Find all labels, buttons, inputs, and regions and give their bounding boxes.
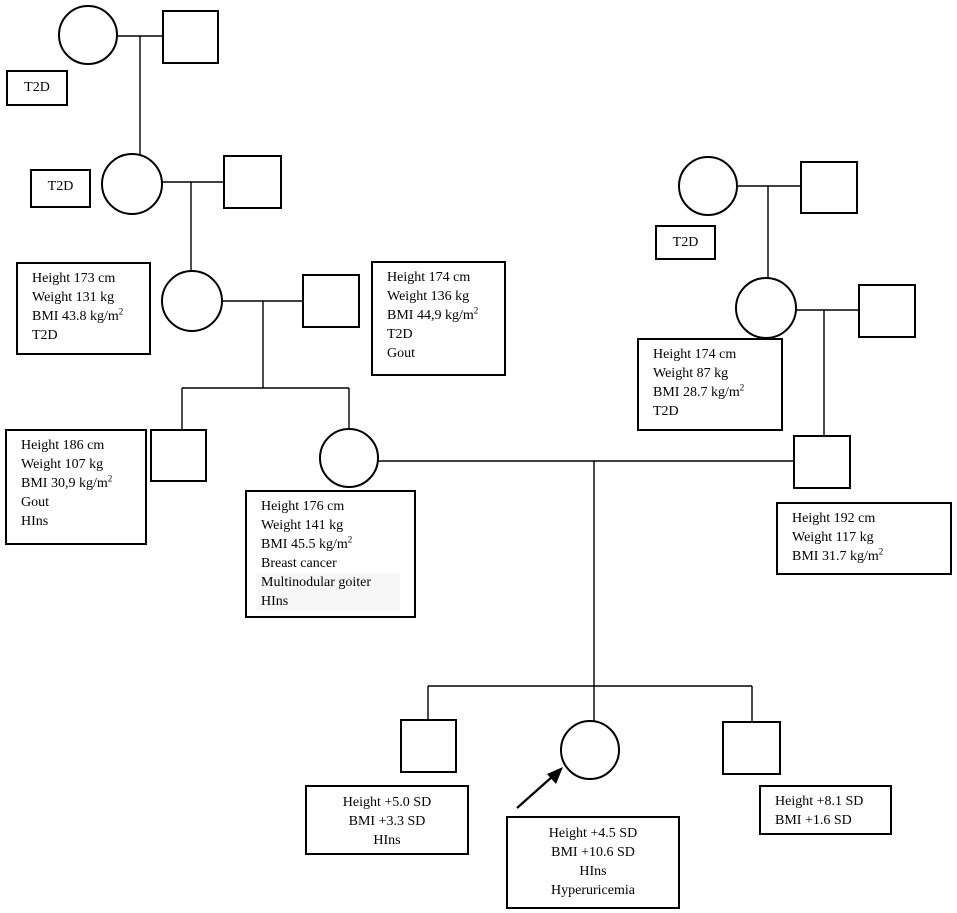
label-line: HIns bbox=[373, 833, 401, 848]
label-text: BMI 30,9 kg/m bbox=[21, 476, 108, 491]
label-line: Height +4.5 SD bbox=[548, 826, 638, 841]
label-line: Height 174 cm bbox=[653, 347, 737, 362]
label-line: BMI 43.8 kg/m2 bbox=[32, 307, 135, 326]
label-line: Gout bbox=[387, 346, 415, 361]
label-line: HIns bbox=[257, 592, 400, 611]
label-superscript: 2 bbox=[739, 382, 745, 393]
label-text: BMI 44,9 kg/m bbox=[387, 308, 474, 323]
proband-arrow-shaft bbox=[516, 775, 554, 809]
i1-female-label: T2D bbox=[6, 70, 68, 106]
label-line: BMI 28.7 kg/m2 bbox=[653, 383, 767, 402]
i1-male-square bbox=[162, 10, 219, 64]
ii1-female-circle bbox=[101, 153, 163, 215]
label-line: Hyperuricemia bbox=[551, 883, 635, 898]
v2-proband-circle bbox=[560, 720, 620, 780]
label-line: Breast cancer bbox=[261, 556, 337, 571]
label-line: T2D bbox=[24, 80, 50, 95]
iii1-male-label: Height 174 cm Weight 136 kg BMI 44,9 kg/… bbox=[371, 261, 506, 376]
iv2-female-circle bbox=[319, 428, 379, 488]
label-line: T2D bbox=[47, 179, 74, 194]
iv3-male-square bbox=[793, 435, 851, 489]
pi1-female-circle bbox=[678, 156, 738, 216]
v1-male-label: Height +5.0 SD BMI +3.3 SD HIns bbox=[305, 785, 469, 855]
iii1-female-label: Height 173 cm Weight 131 kg BMI 43.8 kg/… bbox=[16, 262, 151, 355]
v1-male-square bbox=[400, 719, 457, 773]
iv2-female-label: Height 176 cm Weight 141 kg BMI 45.5 kg/… bbox=[245, 490, 416, 618]
v3-male-label: Height +8.1 SD BMI +1.6 SD bbox=[759, 785, 892, 835]
label-text: BMI 45.5 kg/m bbox=[261, 537, 348, 552]
label-line: Multinodular goiter bbox=[257, 573, 400, 592]
label-superscript: 2 bbox=[107, 473, 113, 484]
label-line: BMI 45.5 kg/m2 bbox=[261, 535, 400, 554]
v3-male-square bbox=[722, 721, 781, 775]
label-text: BMI 28.7 kg/m bbox=[653, 385, 740, 400]
label-line: Weight 107 kg bbox=[21, 457, 104, 472]
label-line: BMI 31.7 kg/m2 bbox=[792, 547, 936, 566]
pii1-female-circle bbox=[735, 277, 797, 339]
v2-proband-label: Height +4.5 SD BMI +10.6 SD HIns Hyperur… bbox=[506, 816, 680, 909]
iv3-male-label: Height 192 cm Weight 117 kg BMI 31.7 kg/… bbox=[776, 502, 952, 575]
label-line: HIns bbox=[21, 514, 49, 529]
label-text: BMI 31.7 kg/m bbox=[792, 549, 879, 564]
label-superscript: 2 bbox=[118, 306, 124, 317]
label-line: BMI 44,9 kg/m2 bbox=[387, 306, 490, 325]
label-line: Weight 117 kg bbox=[792, 530, 874, 545]
label-line: Height +8.1 SD bbox=[775, 794, 864, 809]
label-line: Gout bbox=[21, 495, 49, 510]
iv1-male-label: Height 186 cm Weight 107 kg BMI 30,9 kg/… bbox=[5, 429, 147, 545]
label-line: Weight 87 kg bbox=[653, 366, 729, 381]
label-line: Height 174 cm bbox=[387, 270, 471, 285]
label-line: Height 173 cm bbox=[32, 271, 116, 286]
label-line: T2D bbox=[672, 235, 699, 250]
label-line: Height +5.0 SD bbox=[342, 795, 432, 810]
i1-female-circle bbox=[58, 5, 118, 65]
label-line: Weight 131 kg bbox=[32, 290, 115, 305]
label-line: Height 186 cm bbox=[21, 438, 105, 453]
label-line: Height 176 cm bbox=[261, 499, 345, 514]
proband-arrow-head bbox=[547, 767, 563, 784]
pii1-male-square bbox=[858, 284, 916, 338]
label-line: HIns bbox=[579, 864, 607, 879]
pii1-female-label: Height 174 cm Weight 87 kg BMI 28.7 kg/m… bbox=[637, 338, 783, 431]
label-line: BMI +3.3 SD bbox=[348, 814, 426, 829]
label-text: BMI 43.8 kg/m bbox=[32, 309, 119, 324]
iii1-male-square bbox=[302, 274, 360, 328]
label-line: Weight 141 kg bbox=[261, 518, 344, 533]
label-line: T2D bbox=[653, 404, 679, 419]
label-line: T2D bbox=[32, 328, 58, 343]
label-line: Height 192 cm bbox=[792, 511, 876, 526]
label-line: BMI 30,9 kg/m2 bbox=[21, 474, 131, 493]
label-line: Weight 136 kg bbox=[387, 289, 470, 304]
ii1-male-square bbox=[223, 155, 282, 209]
label-superscript: 2 bbox=[473, 305, 479, 316]
label-superscript: 2 bbox=[878, 546, 884, 557]
label-line: T2D bbox=[387, 327, 413, 342]
pi1-female-label: T2D bbox=[655, 225, 716, 260]
ii1-female-label: T2D bbox=[30, 169, 91, 208]
pi1-male-square bbox=[800, 161, 858, 214]
iii1-female-circle bbox=[161, 270, 223, 332]
iv1-male-square bbox=[150, 429, 207, 482]
label-line: BMI +10.6 SD bbox=[551, 845, 635, 860]
label-line: BMI +1.6 SD bbox=[775, 813, 852, 828]
label-superscript: 2 bbox=[347, 534, 353, 545]
